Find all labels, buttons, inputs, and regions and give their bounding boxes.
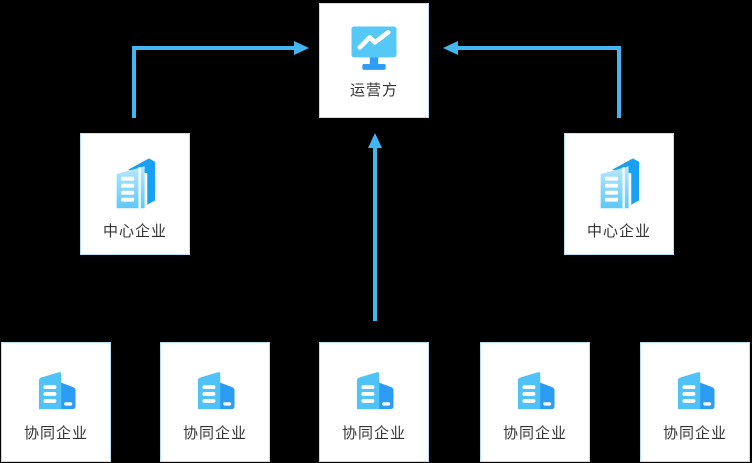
collab-enterprise-node-4: 协同企业: [480, 342, 590, 462]
collab-enterprise-label: 协同企业: [182, 424, 247, 442]
company-building-icon: [517, 371, 555, 409]
arrowhead-up-icon: [368, 133, 382, 148]
center-enterprise-label: 中心企业: [586, 222, 651, 240]
arrow-left-center-to-operator: [132, 46, 294, 118]
center-enterprise-label: 中心企业: [102, 222, 167, 240]
collab-enterprise-node-2: 协同企业: [160, 342, 270, 462]
company-building-icon: [677, 371, 715, 409]
collab-enterprise-node-3: 协同企业: [319, 342, 429, 462]
arrowhead-right-icon: [294, 41, 309, 55]
office-buildings-icon: [116, 157, 156, 208]
operator-node: 运营方: [319, 3, 429, 118]
operator-label: 运营方: [349, 81, 398, 99]
office-buildings-icon: [600, 157, 640, 208]
collab-enterprise-label: 协同企业: [341, 424, 406, 442]
collab-enterprise-label: 协同企业: [662, 424, 727, 442]
company-building-icon: [38, 371, 76, 409]
company-building-icon: [356, 371, 394, 409]
collab-enterprise-label: 协同企业: [23, 424, 88, 442]
collab-enterprise-node-5: 协同企业: [640, 342, 750, 462]
center-enterprise-left-node: 中心企业: [80, 133, 190, 255]
arrow-right-center-to-operator: [458, 46, 621, 118]
collab-enterprise-node-1: 协同企业: [1, 342, 111, 462]
collab-enterprise-label: 协同企业: [502, 424, 567, 442]
company-building-icon: [197, 371, 235, 409]
center-enterprise-right-node: 中心企业: [564, 133, 674, 255]
monitor-line-chart-icon: [351, 26, 397, 70]
arrowhead-left-icon: [443, 41, 458, 55]
